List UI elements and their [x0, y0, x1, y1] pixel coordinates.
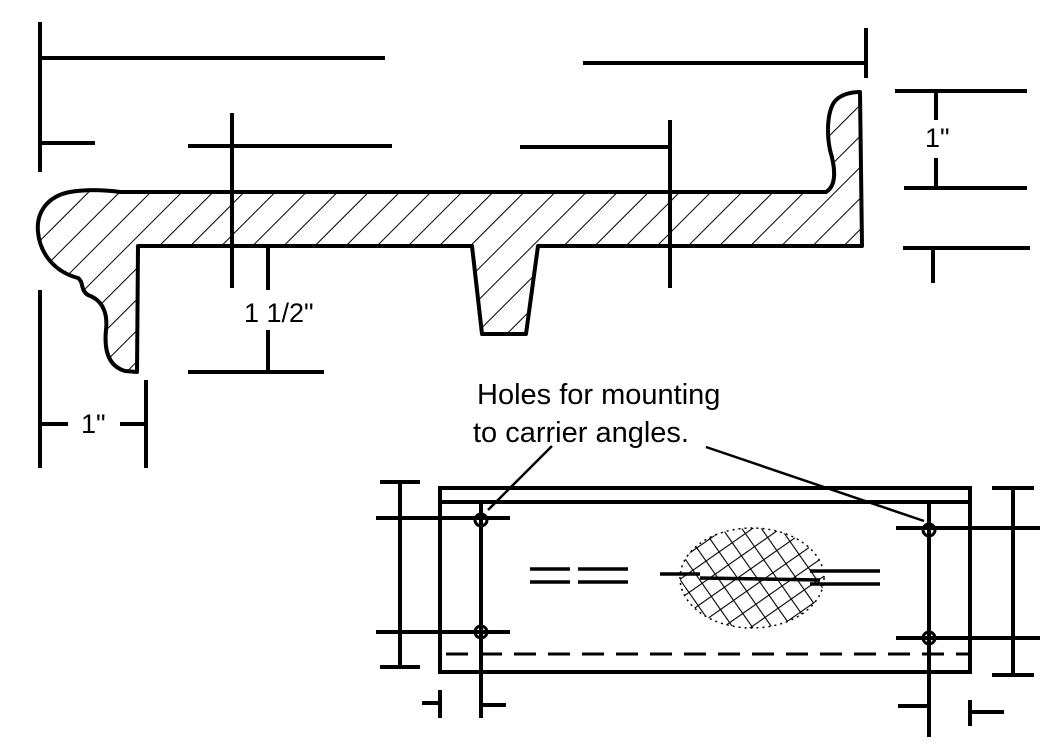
lip-width-label: 1" [81, 409, 106, 439]
overall-width-dimension [38, 22, 868, 172]
plan-view: Holes for mounting to carrier angles. [376, 379, 1040, 737]
lip-width-dimension [38, 290, 148, 468]
section-view [35, 22, 1030, 468]
tray-section-profile [35, 90, 864, 374]
leader-left [487, 445, 553, 511]
side-height-label: 1" [925, 123, 950, 153]
leader-right [705, 445, 925, 523]
mounting-note-line1: Holes for mounting [477, 379, 720, 411]
rib-depth-dimension [188, 248, 324, 374]
panel-outline [438, 486, 972, 674]
mounting-note-line2: to carrier angles. [473, 417, 689, 449]
slot-through-mesh [699, 576, 821, 582]
side-height-dimension [895, 89, 1030, 283]
mesh-patch-edge [679, 527, 825, 629]
rib-depth-label: 1 1/2" [244, 298, 314, 328]
